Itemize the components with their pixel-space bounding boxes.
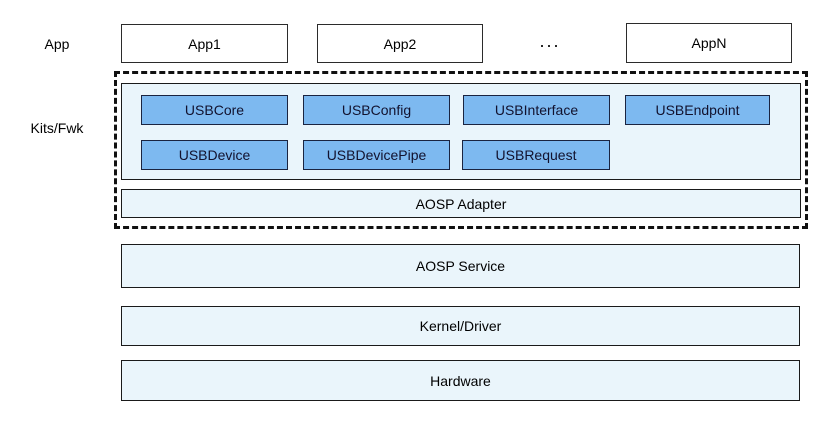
aosp-adapter-bar: AOSP Adapter [121,189,801,218]
app-ellipsis: ... [539,31,561,51]
app-box-app2: App2 [317,24,483,63]
module-usbinterface: USBInterface [463,95,610,125]
app-box-appn: AppN [626,23,792,63]
module-usbrequest: USBRequest [462,140,610,170]
module-usbdevicepipe: USBDevicePipe [303,140,450,170]
module-usbcore: USBCore [141,95,288,125]
module-usbdevice: USBDevice [141,140,288,170]
kits-fwk-dashed-frame [114,71,808,229]
module-usbconfig: USBConfig [303,95,450,125]
aosp-service-bar: AOSP Service [121,244,800,288]
layer-label-app: App [44,36,70,52]
module-usbendpoint: USBEndpoint [625,95,770,125]
app-box-app1: App1 [121,24,288,63]
hardware-bar: Hardware [121,360,800,401]
layer-label-kits-fwk: Kits/Fwk [30,120,84,136]
kernel-driver-bar: Kernel/Driver [121,306,800,346]
